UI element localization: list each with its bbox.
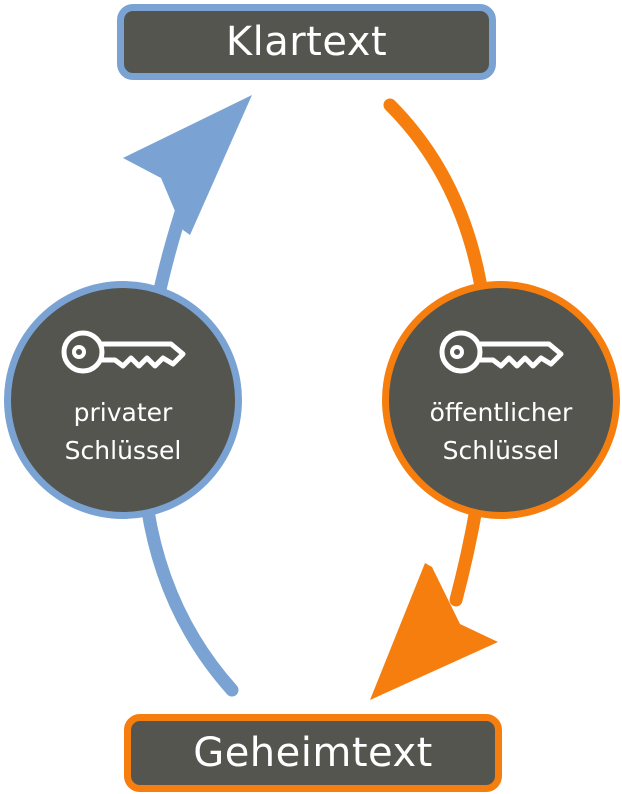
key-icon (61, 330, 186, 374)
key-icon (439, 330, 564, 374)
plaintext-box: Klartext (117, 4, 496, 80)
ciphertext-box: Geheimtext (124, 714, 502, 792)
plaintext-label: Klartext (225, 19, 388, 65)
private-key-node: privater Schlüssel (4, 281, 242, 519)
public-key-line1: öffentlicher (429, 398, 573, 427)
encrypt-arrow-head (370, 563, 498, 700)
private-key-line1: privater (73, 398, 173, 427)
private-key-line2: Schlüssel (64, 436, 182, 465)
public-key-line2: Schlüssel (442, 436, 560, 465)
public-key-node: öffentlicher Schlüssel (382, 281, 620, 519)
decrypt-arrow-head (123, 95, 252, 235)
ciphertext-label: Geheimtext (193, 730, 433, 776)
